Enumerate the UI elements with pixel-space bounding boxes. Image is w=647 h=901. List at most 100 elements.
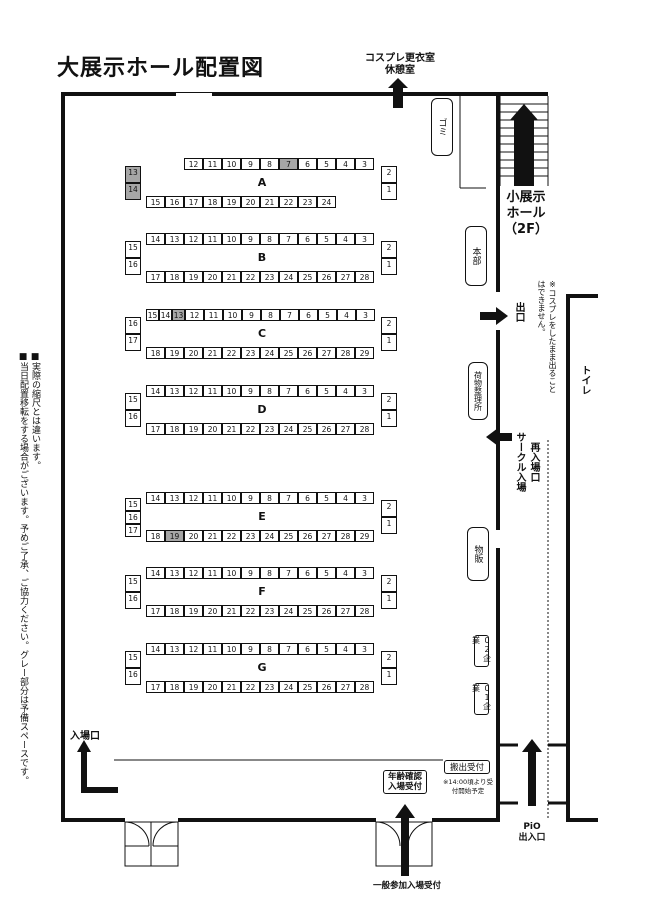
- booth-cell: 8: [260, 158, 279, 170]
- booth-cell: 23: [260, 605, 279, 617]
- booth-cell: 21: [260, 196, 279, 208]
- block-label: C: [257, 327, 267, 340]
- booth-cell: 20: [203, 605, 222, 617]
- booth-cell: 7: [279, 567, 298, 579]
- booth-cell: 9: [241, 567, 260, 579]
- block-label: G: [257, 661, 267, 674]
- exit-label: 出口: [513, 302, 524, 322]
- booth-cell: 18: [146, 347, 165, 359]
- booth-cell: 7: [279, 158, 298, 170]
- booth-cell: 18: [146, 530, 165, 542]
- booth-cell: 14: [146, 567, 165, 579]
- booth-cell: 11: [203, 385, 222, 397]
- booth-cell: 23: [298, 196, 317, 208]
- booth-cell: 25: [279, 347, 298, 359]
- booth-cell: 15: [125, 575, 141, 592]
- honbu-room: 本部: [465, 226, 487, 286]
- booth-cell: 11: [204, 309, 223, 321]
- booth-cell: 19: [165, 347, 184, 359]
- booth-cell: 20: [203, 271, 222, 283]
- booth-cell: 26: [317, 423, 336, 435]
- company-02: 02企業: [472, 635, 492, 667]
- booth-cell: 21: [203, 530, 222, 542]
- booth-cell: 5: [317, 643, 336, 655]
- booth-cell: 25: [298, 605, 317, 617]
- booth-cell: 21: [222, 271, 241, 283]
- wall-left: [61, 92, 65, 822]
- booth-cell: 14: [125, 183, 141, 200]
- booth-cell: 13: [165, 643, 184, 655]
- booth-cell: 12: [184, 158, 203, 170]
- booth-cell: 19: [184, 681, 203, 693]
- booth-cell: 1: [381, 258, 397, 275]
- booth-cell: 6: [298, 233, 317, 245]
- booth-cell: 8: [261, 309, 280, 321]
- booth-cell: 6: [298, 158, 317, 170]
- booth-cell: 12: [184, 567, 203, 579]
- booth-cell: 24: [279, 605, 298, 617]
- booth-cell: 18: [165, 271, 184, 283]
- garbage-area: ゴミ: [431, 98, 453, 156]
- booth-cell: 2: [381, 575, 397, 592]
- booth-cell: 6: [299, 309, 318, 321]
- booth-cell: 8: [260, 233, 279, 245]
- booth-cell: 22: [241, 681, 260, 693]
- booth-cell: 12: [184, 643, 203, 655]
- stair-top: [496, 92, 548, 96]
- booth-cell: 22: [241, 605, 260, 617]
- booth-cell: 5: [317, 567, 336, 579]
- booth-cell: 16: [125, 258, 141, 275]
- booth-cell: 9: [241, 492, 260, 504]
- booth-cell: 16: [125, 668, 141, 685]
- block-label: F: [258, 585, 266, 598]
- booth-cell: 21: [222, 423, 241, 435]
- booth-cell: 5: [317, 158, 336, 170]
- booth-cell: 18: [203, 196, 222, 208]
- booth-cell: 11: [203, 567, 222, 579]
- pio-entrance-label: PiO 出入口: [518, 822, 546, 843]
- booth-cell: 3: [355, 158, 374, 170]
- booth-cell: 17: [146, 605, 165, 617]
- booth-cell: 17: [146, 681, 165, 693]
- booth-cell: 1: [381, 334, 397, 351]
- booth-cell: 3: [355, 385, 374, 397]
- booth-cell: 23: [260, 271, 279, 283]
- booth-cell: 4: [336, 643, 355, 655]
- side-note-scale: ■実際の縮尺とは違います。: [30, 352, 40, 470]
- booth-cell: 3: [355, 567, 374, 579]
- booth-cell: 17: [146, 271, 165, 283]
- booth-cell: 26: [317, 271, 336, 283]
- booth-cell: 10: [222, 158, 241, 170]
- booth-cell: 9: [241, 385, 260, 397]
- booth-cell: 2: [381, 241, 397, 258]
- booth-cell: 19: [184, 605, 203, 617]
- booth-cell: 5: [317, 233, 336, 245]
- booth-cell: 19: [184, 423, 203, 435]
- booth-cell: 16: [125, 317, 141, 334]
- booth-cell: 6: [298, 567, 317, 579]
- wall-right-lower: [496, 548, 500, 822]
- booth-cell: 27: [336, 681, 355, 693]
- booth-cell: 11: [203, 492, 222, 504]
- booth-cell: 17: [125, 523, 141, 537]
- booth-cell: 16: [165, 196, 184, 208]
- side-note-relocation: ■当日配置移転をする場合がございます。予めご了承、ご協力ください。グレー部分は予…: [18, 352, 28, 785]
- booth-cell: 24: [279, 423, 298, 435]
- booth-cell: 13: [165, 385, 184, 397]
- booth-cell: 14: [146, 643, 165, 655]
- booth-cell: 20: [203, 423, 222, 435]
- entrance-label: 入場口: [70, 731, 100, 742]
- page-title: 大展示ホール配置図: [57, 56, 265, 81]
- booth-cell: 24: [279, 681, 298, 693]
- booth-cell: 18: [165, 681, 184, 693]
- booth-cell: 13: [165, 492, 184, 504]
- booth-cell: 23: [241, 347, 260, 359]
- booth-cell: 19: [165, 530, 184, 542]
- booth-cell: 2: [381, 393, 397, 410]
- booth-cell: 1: [381, 592, 397, 609]
- booth-cell: 10: [222, 492, 241, 504]
- booth-cell: 27: [336, 605, 355, 617]
- unloading-desk: 搬出受付: [444, 760, 490, 774]
- booth-cell: 27: [336, 423, 355, 435]
- booth-cell: 14: [146, 492, 165, 504]
